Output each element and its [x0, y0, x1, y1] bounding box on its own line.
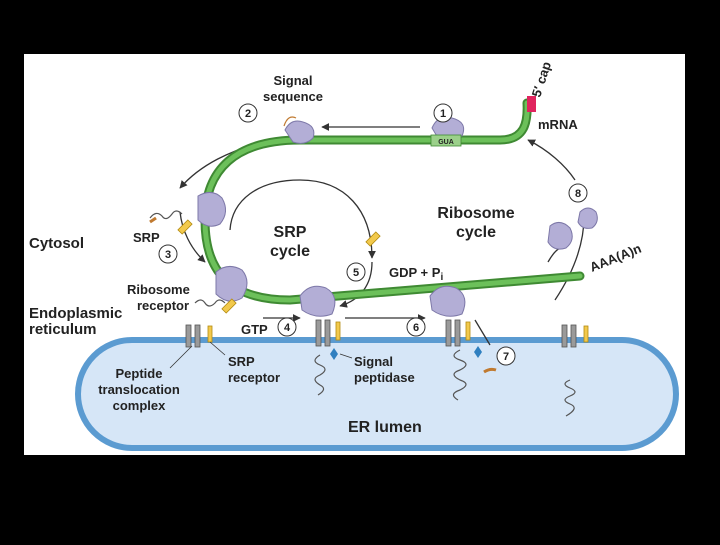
gdp-pi-label: GDP + Pi [389, 265, 443, 283]
ribosome-small-released [577, 207, 598, 229]
step-7: 7 [496, 346, 516, 366]
ribosome-step3 [197, 192, 226, 227]
step-4: 4 [277, 317, 297, 337]
translocon-step4-b [324, 319, 331, 347]
srp-cycle-label-1: SRP [274, 224, 307, 241]
srp-receptor-label-2: receptor [228, 370, 280, 385]
svg-text:2: 2 [245, 108, 251, 120]
step-2: 2 [238, 103, 258, 123]
step-6: 6 [406, 317, 426, 337]
svg-text:4: 4 [284, 322, 291, 334]
signal-sequence-step3 [149, 216, 157, 224]
step-5: 5 [346, 262, 366, 282]
translocon-right-b [570, 324, 577, 348]
srp-receptor-step4 [335, 321, 341, 341]
ribosome-step4 [299, 285, 336, 317]
srp-docking [221, 298, 237, 314]
srp-receptor-left [207, 325, 213, 343]
translocon-left-b [194, 324, 201, 348]
svg-text:5: 5 [353, 267, 359, 279]
signal-sequence-label-2: sequence [263, 89, 323, 104]
gtp-label: GTP [241, 322, 268, 337]
svg-text:8: 8 [575, 188, 581, 200]
ribosome-receptor-binding [215, 266, 248, 302]
ribosome-step6 [429, 285, 466, 317]
srp-receptors [207, 321, 589, 343]
srp-step3 [177, 219, 193, 235]
svg-text:1: 1 [440, 108, 446, 120]
five-cap-marker [527, 96, 536, 112]
srp-particles [177, 219, 381, 314]
signal-peptidase-label-2: peptidase [354, 370, 415, 385]
svg-text:7: 7 [503, 351, 509, 363]
srp-cycle-label-2: cycle [270, 243, 310, 260]
pi-subscript: i [440, 272, 443, 283]
srp-receptor-right [583, 325, 589, 343]
step-8: 8 [568, 183, 588, 203]
er-lumen-shape [75, 337, 679, 451]
step-3: 3 [158, 244, 178, 264]
signal-sequence-label-1: Signal [273, 73, 312, 88]
er-label-1: Endoplasmic [29, 305, 122, 322]
step-1: 1 [433, 103, 453, 123]
cytosol-label: Cytosol [29, 235, 84, 252]
svg-text:3: 3 [165, 249, 171, 261]
translocon-step4-a [315, 319, 322, 347]
translocon-step6-a [445, 319, 452, 347]
srp-receptor-step6 [465, 321, 471, 341]
ribosomes [197, 116, 598, 317]
ribosome-cycle-label-1: Ribosome [437, 205, 514, 222]
membrane-receptors [185, 319, 577, 348]
ribosome-cycle-label-2: cycle [456, 224, 496, 241]
leader-lines [169, 341, 353, 369]
ribosome-large-released [547, 222, 573, 250]
srp-label: SRP [133, 230, 160, 245]
translocation-label-3: complex [113, 398, 167, 413]
ribosome-receptor-label-2: receptor [137, 298, 189, 313]
srp-free [365, 231, 381, 247]
svg-text:6: 6 [413, 322, 419, 334]
signal-peptidase-step4 [330, 348, 338, 360]
mrna-label: mRNA [538, 117, 578, 132]
step-markers: 1 2 3 4 5 6 7 8 [158, 103, 588, 366]
translocon-left-a [185, 324, 192, 348]
nascent-peptides [149, 116, 576, 417]
er-label-2: reticulum [29, 321, 97, 338]
gdp-pi-text: GDP + P [389, 265, 441, 280]
cleaved-signal-sequence [483, 367, 497, 374]
translocation-label-2: translocation [98, 382, 180, 397]
translocon-step6-b [454, 319, 461, 347]
srp-receptor-label-1: SRP [228, 354, 255, 369]
translocon-right-a [561, 324, 568, 348]
signal-peptidase-label-1: Signal [354, 354, 393, 369]
er-lumen-label: ER lumen [348, 419, 422, 436]
signal-peptidase-step7 [474, 346, 482, 358]
ribosome-receptor-label-1: Ribosome [127, 282, 190, 297]
translocation-label-1: Peptide [116, 366, 163, 381]
gua-label: GUA [438, 139, 454, 146]
gua-codon-box [430, 134, 462, 147]
ribosome-step2 [284, 120, 315, 144]
